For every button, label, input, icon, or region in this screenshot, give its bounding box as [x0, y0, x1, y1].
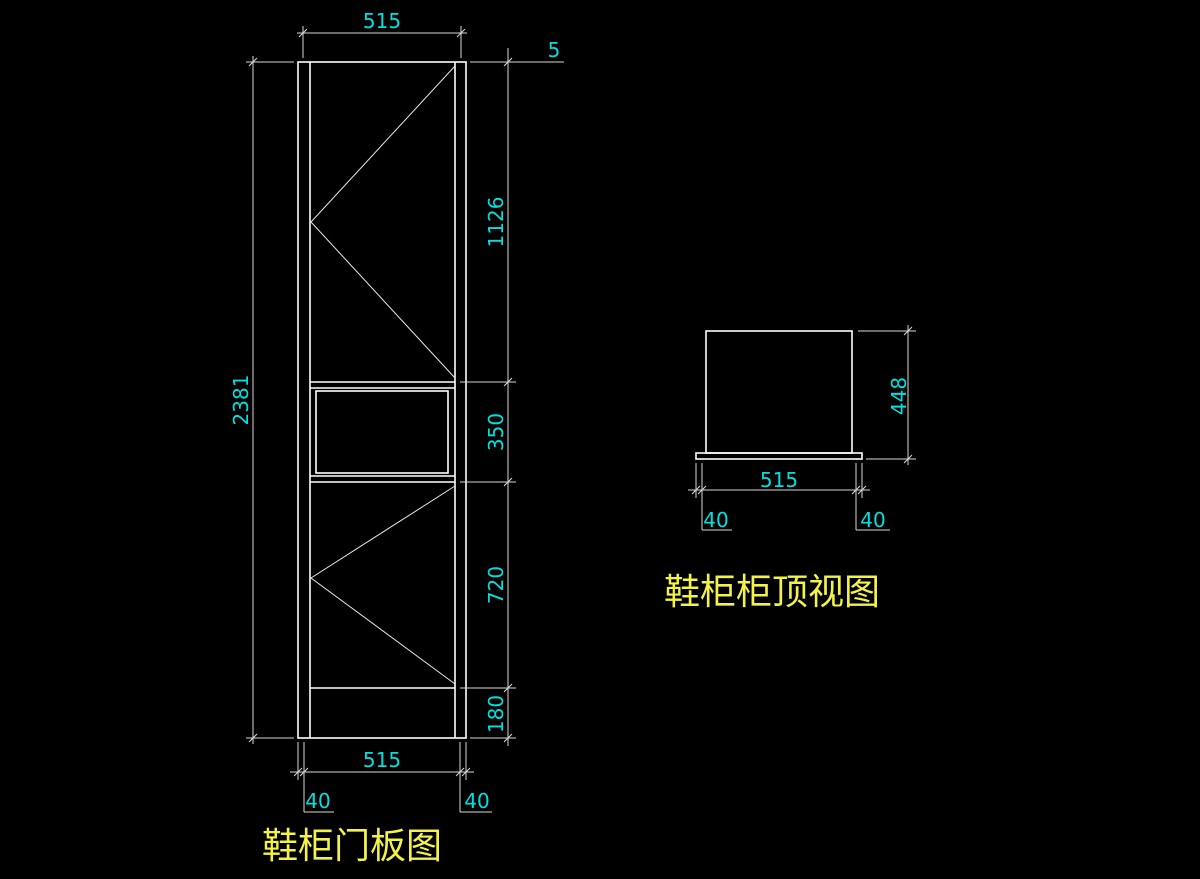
dim-open-niche-label: 350: [484, 413, 508, 451]
dim-right-chain: 5 1126 350 720 180: [460, 38, 564, 746]
upper-door-hinge-mark: [310, 65, 456, 379]
cabinet-outline: [297, 61, 467, 739]
dim-lower-door-label: 720: [484, 566, 508, 604]
top-view-body: [705, 330, 853, 454]
dim-upper-door-label: 1126: [484, 197, 508, 248]
dim-depth-label: 448: [887, 377, 911, 415]
front-view: 515 2381 5 1126: [229, 9, 564, 867]
dim-total-height-label: 2381: [229, 375, 253, 426]
dim-right-overhang-label: 40: [860, 508, 885, 532]
dim-right-leg-label: 40: [464, 789, 489, 813]
dim-depth: 448: [858, 325, 916, 465]
dim-bottom-width-label: 515: [363, 748, 401, 772]
dim-top-width-label: 515: [363, 9, 401, 33]
dim-left-overhang-label: 40: [703, 508, 728, 532]
front-view-title: 鞋柜门板图: [262, 826, 442, 867]
top-view-title: 鞋柜柜顶视图: [664, 572, 880, 613]
lower-door-hinge-mark: [310, 485, 456, 685]
dim-top-width: 515: [297, 9, 467, 58]
dim-top-view-width-label: 515: [760, 468, 798, 492]
dim-left-leg-label: 40: [305, 789, 330, 813]
dim-total-height: 2381: [229, 56, 294, 744]
dim-gap-top-label: 5: [548, 38, 561, 62]
dim-top-view-width: 515 40 40: [688, 463, 890, 532]
dim-base-label: 180: [484, 695, 508, 733]
dim-bottom-width: 515 40 40: [290, 742, 492, 813]
top-view: 448 515 40 40 鞋柜柜顶视图: [664, 325, 916, 613]
open-niche: [315, 390, 449, 474]
top-view-base-plate: [695, 452, 863, 460]
